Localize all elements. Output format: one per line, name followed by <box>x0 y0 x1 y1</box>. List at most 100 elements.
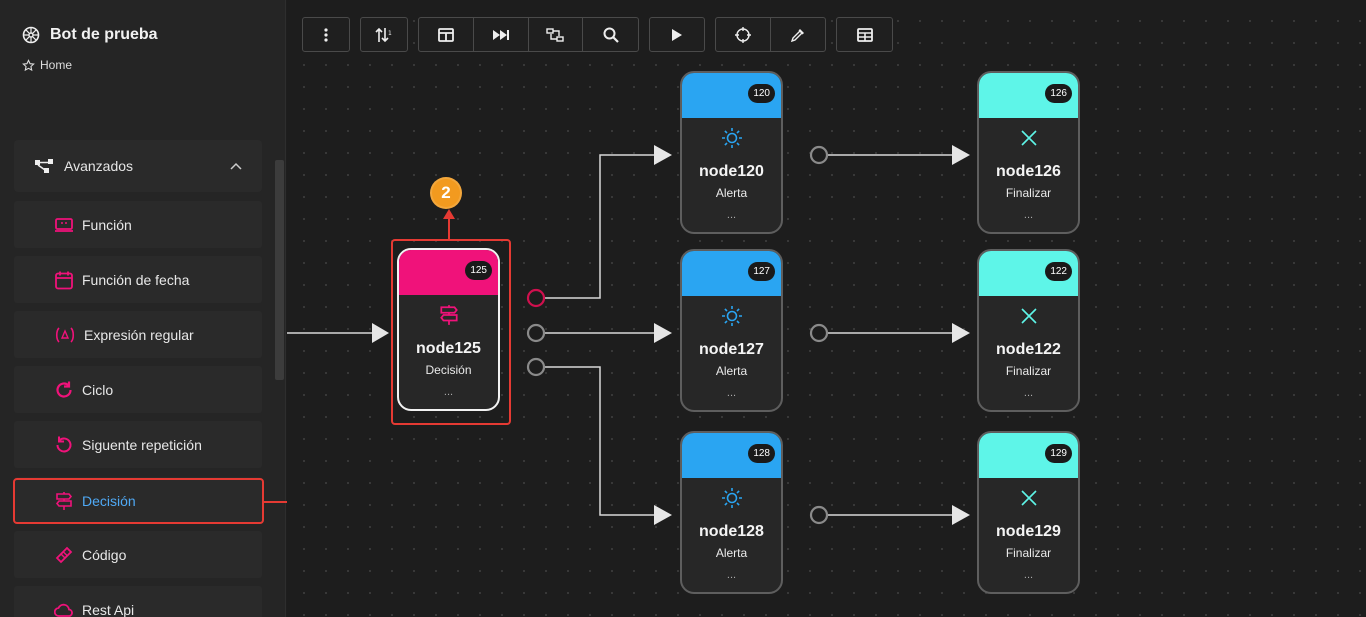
edge-127-to-122[interactable] <box>828 323 970 343</box>
more-vertical-icon <box>324 27 328 42</box>
node-129[interactable]: 129 node129 Finalizar ... <box>977 431 1080 594</box>
cloud-icon <box>54 603 73 617</box>
sidebar-item-label: Siguente repetición <box>82 436 202 453</box>
output-port-127[interactable] <box>809 323 829 343</box>
loop-icon <box>56 381 72 398</box>
signpost-icon <box>439 305 458 325</box>
node-name: node128 <box>699 523 764 540</box>
edge-125-to-120[interactable] <box>544 145 672 299</box>
edge-incoming <box>287 323 389 343</box>
search-button[interactable] <box>583 18 638 51</box>
sun-icon <box>721 488 742 508</box>
sidebar-item-expresion-regular[interactable]: Expresión regular <box>14 311 262 358</box>
edge-125-to-127[interactable] <box>544 323 672 343</box>
sidebar-item-rest-api[interactable]: Rest Api <box>14 586 262 617</box>
node-more: ... <box>1023 569 1034 581</box>
node-127[interactable]: 127 node127 Alerta ... <box>680 249 783 412</box>
node-more: ... <box>1023 387 1034 399</box>
node-id-badge: 128 <box>748 444 775 463</box>
svg-text:1: 1 <box>388 30 392 37</box>
skip-forward-icon <box>492 29 509 40</box>
search-icon <box>603 27 619 43</box>
sidebar-item-funcion-de-fecha[interactable]: Función de fecha <box>14 256 262 303</box>
output-port-125-c[interactable] <box>526 357 546 377</box>
node-122[interactable]: 122 node122 Finalizar ... <box>977 249 1080 412</box>
skip-forward-button[interactable] <box>474 18 529 51</box>
eyedropper-icon <box>790 28 804 42</box>
close-x-icon <box>1020 308 1037 324</box>
sun-icon <box>721 128 742 148</box>
output-port-125-b[interactable] <box>526 323 546 343</box>
node-type: Alerta <box>715 186 748 200</box>
output-port-120[interactable] <box>809 145 829 165</box>
toolbar-group-tools <box>715 17 826 52</box>
play-button[interactable] <box>650 18 704 51</box>
toolbar-group-run <box>649 17 705 52</box>
sidebar-item-label: Función <box>82 216 132 233</box>
node-more: ... <box>1023 209 1034 221</box>
node-name: node127 <box>699 341 764 358</box>
output-port-125-a[interactable] <box>526 288 546 308</box>
edge-120-to-126[interactable] <box>828 145 970 165</box>
chevron-up-icon[interactable] <box>230 162 242 170</box>
annotation-arrow-up <box>443 209 455 240</box>
node-type: Finalizar <box>1005 546 1052 560</box>
sidebar-item-ciclo[interactable]: Ciclo <box>14 366 262 413</box>
layout-button[interactable] <box>419 18 474 51</box>
sidebar-item-label: Código <box>82 546 127 563</box>
node-more: ... <box>726 387 737 399</box>
group-label: Avanzados <box>64 158 134 174</box>
sidebar-item-siguente-repeticion[interactable]: Siguente repetición <box>14 421 262 468</box>
node-type: Decisión <box>425 363 472 377</box>
home-link[interactable]: Home <box>22 58 72 72</box>
toolbar-group-table <box>836 17 893 52</box>
highlight-box-node125 <box>391 239 511 425</box>
sidebar-item-label: Función de fecha <box>82 271 190 288</box>
output-port-128[interactable] <box>809 505 829 525</box>
signpost-icon <box>55 491 73 510</box>
node-126[interactable]: 126 node126 Finalizar ... <box>977 71 1080 234</box>
node-id-badge: 126 <box>1045 84 1072 103</box>
step-badge-2: 2 <box>430 177 462 209</box>
target-button[interactable] <box>716 18 771 51</box>
home-label: Home <box>40 58 73 72</box>
bot-title: Bot de prueba <box>50 26 158 43</box>
node-more: ... <box>443 386 454 398</box>
sidebar-item-codigo[interactable]: Código <box>14 531 262 578</box>
hierarchy-icon <box>35 159 53 173</box>
edge-125-to-128[interactable] <box>544 366 672 525</box>
sidebar: Bot de prueba Home Avanzados Función Fun… <box>0 0 286 617</box>
sidebar-item-label: Ciclo <box>82 381 114 398</box>
sidebar-scrollbar[interactable] <box>275 160 284 380</box>
node-type: Finalizar <box>1005 186 1052 200</box>
sidebar-item-decision[interactable]: Decisión <box>14 477 262 524</box>
node-name: node126 <box>996 163 1061 180</box>
sort-button[interactable]: 1 <box>361 18 407 51</box>
table-button[interactable] <box>837 18 892 51</box>
flow-canvas[interactable]: 1 <box>287 0 1366 617</box>
node-id-badge: 129 <box>1045 444 1072 463</box>
table-icon <box>856 27 873 42</box>
layout-columns-icon <box>437 27 454 42</box>
node-125[interactable]: 125 node125 Decisión ... <box>397 248 500 411</box>
edges-layer <box>287 145 970 525</box>
node-120[interactable]: 120 node120 Alerta ... <box>680 71 783 234</box>
group-avanzados[interactable]: Avanzados <box>14 140 262 192</box>
code-icon <box>55 546 73 563</box>
node-more: ... <box>726 569 737 581</box>
sidebar-item-label: Rest Api <box>82 601 135 617</box>
node-128[interactable]: 128 node128 Alerta ... <box>680 431 783 594</box>
bot-logo-icon <box>22 26 40 44</box>
toolbar-group-sort: 1 <box>360 17 408 52</box>
node-name: node122 <box>996 341 1061 358</box>
node-id-badge: 122 <box>1045 262 1072 281</box>
close-x-icon <box>1020 130 1037 146</box>
more-options-button[interactable] <box>303 18 349 51</box>
edge-128-to-129[interactable] <box>828 505 970 525</box>
brand: Bot de prueba <box>22 26 158 44</box>
swap-button[interactable] <box>529 18 584 51</box>
node-more: ... <box>726 209 737 221</box>
sidebar-item-funcion[interactable]: Función <box>14 201 262 248</box>
eyedropper-button[interactable] <box>771 18 826 51</box>
